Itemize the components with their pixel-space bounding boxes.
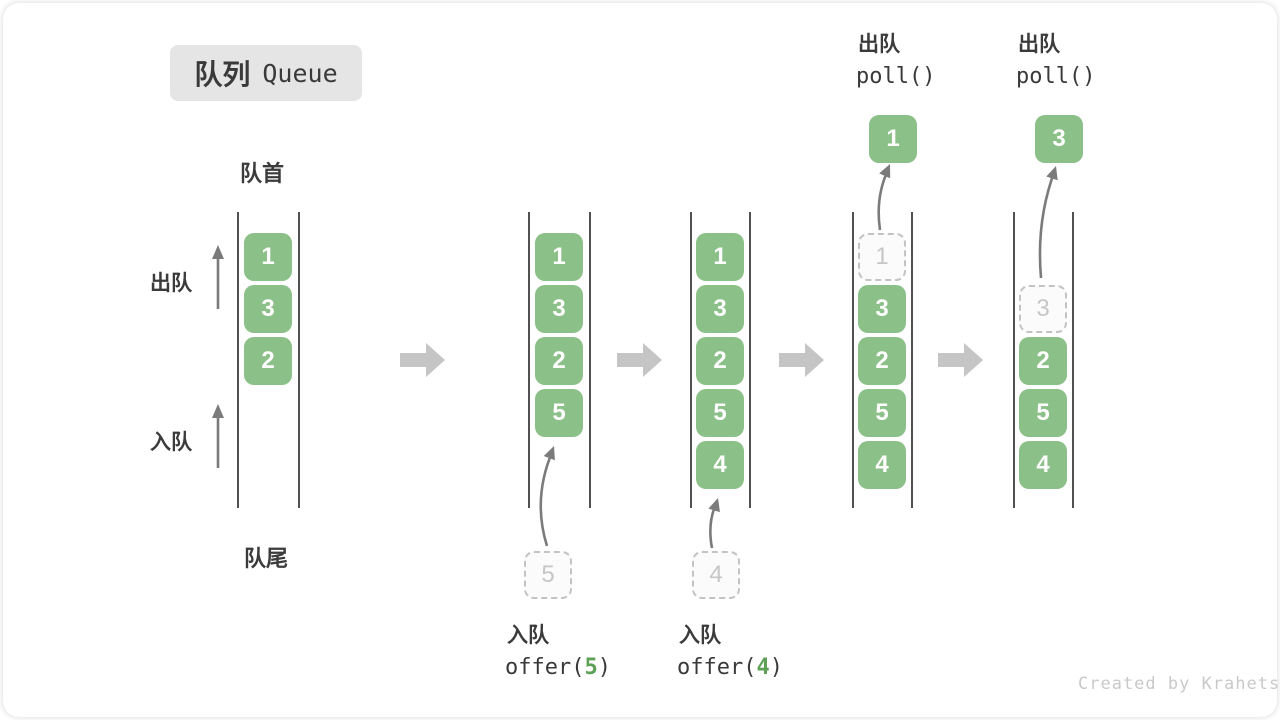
op-code: offer(4) <box>677 655 783 680</box>
queue-item: 2 <box>244 337 292 385</box>
queue-item: 3 <box>696 285 744 333</box>
label-queue-rear: 队尾 <box>244 546 289 571</box>
queue-item: 3 <box>535 285 583 333</box>
op-label: 入队 <box>507 624 549 647</box>
queue-item: 2 <box>1019 337 1067 385</box>
op-fn: offer( <box>677 655 757 680</box>
op-code: offer(5) <box>505 655 611 680</box>
right-block-arrow-icon <box>400 343 445 377</box>
queue-item: 1 <box>535 233 583 281</box>
container-line <box>298 212 300 508</box>
curved-arrow-icon <box>1038 166 1058 279</box>
container-line <box>911 212 913 508</box>
container-line <box>237 212 239 508</box>
container-line <box>1013 212 1015 508</box>
queue-item: 2 <box>696 337 744 385</box>
queue-item: 5 <box>535 389 583 437</box>
queue-item: 4 <box>858 441 906 489</box>
queue-item: 5 <box>858 389 906 437</box>
container-line <box>690 212 692 508</box>
label-enqueue-side: 入队 <box>150 431 192 454</box>
queue-item: 2 <box>535 337 583 385</box>
queue-item: 5 <box>696 389 744 437</box>
up-arrow-icon <box>212 245 224 309</box>
container-line <box>1072 212 1074 508</box>
polled-result-item: 1 <box>869 115 917 163</box>
container-line <box>749 212 751 508</box>
right-block-arrow-icon <box>938 343 983 377</box>
container-line <box>589 212 591 508</box>
op-fn-close: ) <box>597 655 611 680</box>
queue-item: 4 <box>696 441 744 489</box>
queue-item: 3 <box>858 285 906 333</box>
op-fn-close: ) <box>769 655 783 680</box>
right-block-arrow-icon <box>617 343 662 377</box>
polled-result-item: 3 <box>1035 115 1083 163</box>
op-label: 出队 <box>858 33 900 56</box>
container-line <box>528 212 530 508</box>
curved-arrow-icon <box>708 498 720 549</box>
op-label: 入队 <box>679 624 721 647</box>
op-code: poll() <box>856 64 936 89</box>
op-code: poll() <box>1016 64 1096 89</box>
queue-item: 3 <box>244 285 292 333</box>
title-zh: 队列 <box>194 59 251 90</box>
op-arg: 4 <box>756 655 770 680</box>
queue-item: 4 <box>1019 441 1067 489</box>
curved-arrow-icon <box>877 164 891 231</box>
op-arg: 5 <box>584 655 598 680</box>
dequeued-ghost-item: 3 <box>1019 285 1067 333</box>
up-arrow-icon <box>212 404 224 468</box>
pending-item: 4 <box>692 551 740 599</box>
title-en: Queue <box>262 58 338 88</box>
label-queue-front: 队首 <box>240 161 285 186</box>
queue-item: 1 <box>244 233 292 281</box>
op-label: 出队 <box>1018 33 1060 56</box>
queue-item: 1 <box>696 233 744 281</box>
pending-item: 5 <box>524 551 572 599</box>
title-badge: 队列 Queue <box>170 45 362 101</box>
queue-item: 5 <box>1019 389 1067 437</box>
label-dequeue-side: 出队 <box>150 272 192 295</box>
curved-arrow-icon <box>539 446 555 547</box>
right-block-arrow-icon <box>779 343 824 377</box>
dequeued-ghost-item: 1 <box>858 233 906 281</box>
container-line <box>852 212 854 508</box>
credit-text: Created by Krahets <box>1078 674 1280 694</box>
op-fn: offer( <box>505 655 585 680</box>
queue-item: 2 <box>858 337 906 385</box>
